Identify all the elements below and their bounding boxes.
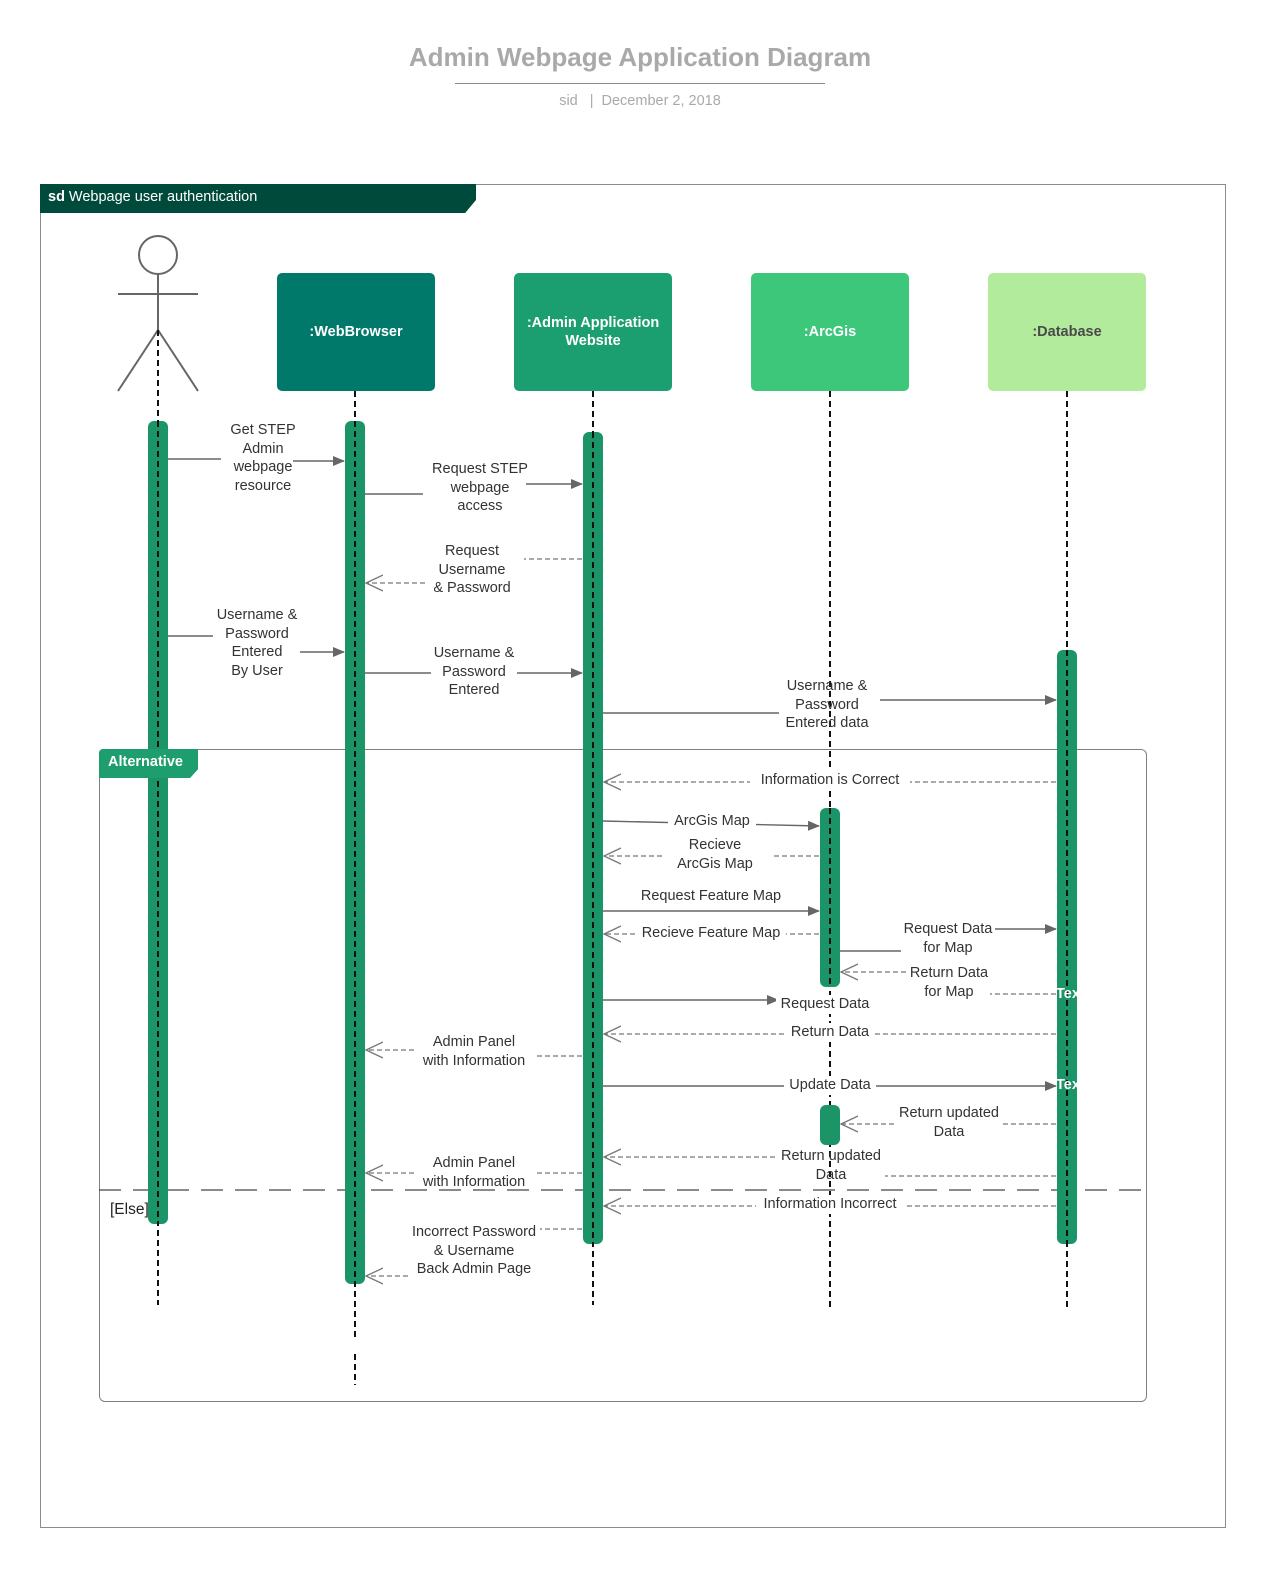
database-lifeline-head: :Database	[988, 273, 1146, 391]
database-tex-label-1: Tex	[1056, 986, 1080, 1002]
author: sid	[559, 93, 578, 109]
msg-return-data-label: Return Data	[786, 1023, 874, 1042]
msg-request-feature-map-label: Request Feature Map	[640, 888, 782, 904]
alt-fragment-label: Alternative	[108, 754, 183, 770]
msg-info-correct-label: Information is Correct	[750, 771, 910, 790]
title-underline	[455, 83, 825, 84]
frame-name: Webpage user authentication	[68, 189, 258, 205]
msg-update-data-label: Update Data	[784, 1076, 876, 1095]
frame-keyword: sd	[48, 189, 65, 205]
alt-fragment-tab: Alternative	[99, 749, 198, 778]
arcgis-lifeline-head: :ArcGis	[751, 273, 909, 391]
msg-request-data-label: Request Data	[776, 995, 874, 1014]
sequence-frame	[40, 184, 1226, 1528]
msg-info-incorrect-label: Information Incorrect	[756, 1195, 904, 1214]
webbrowser-lifeline-head: :WebBrowser	[277, 273, 435, 391]
arcgis-activation-1	[820, 808, 840, 987]
msg-arcgis-map-label: ArcGis Map	[668, 812, 756, 831]
alt-fragment	[99, 749, 1147, 1402]
diagram-title: Admin Webpage Application Diagram	[408, 42, 872, 72]
database-activation	[1057, 650, 1077, 1244]
subtitle-separator: |	[589, 93, 594, 109]
arcgis-activation-2	[820, 1105, 840, 1145]
msg-receive-feature-map-label: Recieve Feature Map	[636, 924, 786, 943]
database-tex-label-2: Tex	[1056, 1077, 1080, 1093]
diagram-subtitle: sid | December 2, 2018	[0, 93, 1280, 109]
else-guard: [Else]	[110, 1201, 149, 1218]
admin-lifeline-head: :Admin Application Website	[514, 273, 672, 391]
user-actor-icon	[117, 235, 199, 392]
date: December 2, 2018	[601, 93, 721, 109]
